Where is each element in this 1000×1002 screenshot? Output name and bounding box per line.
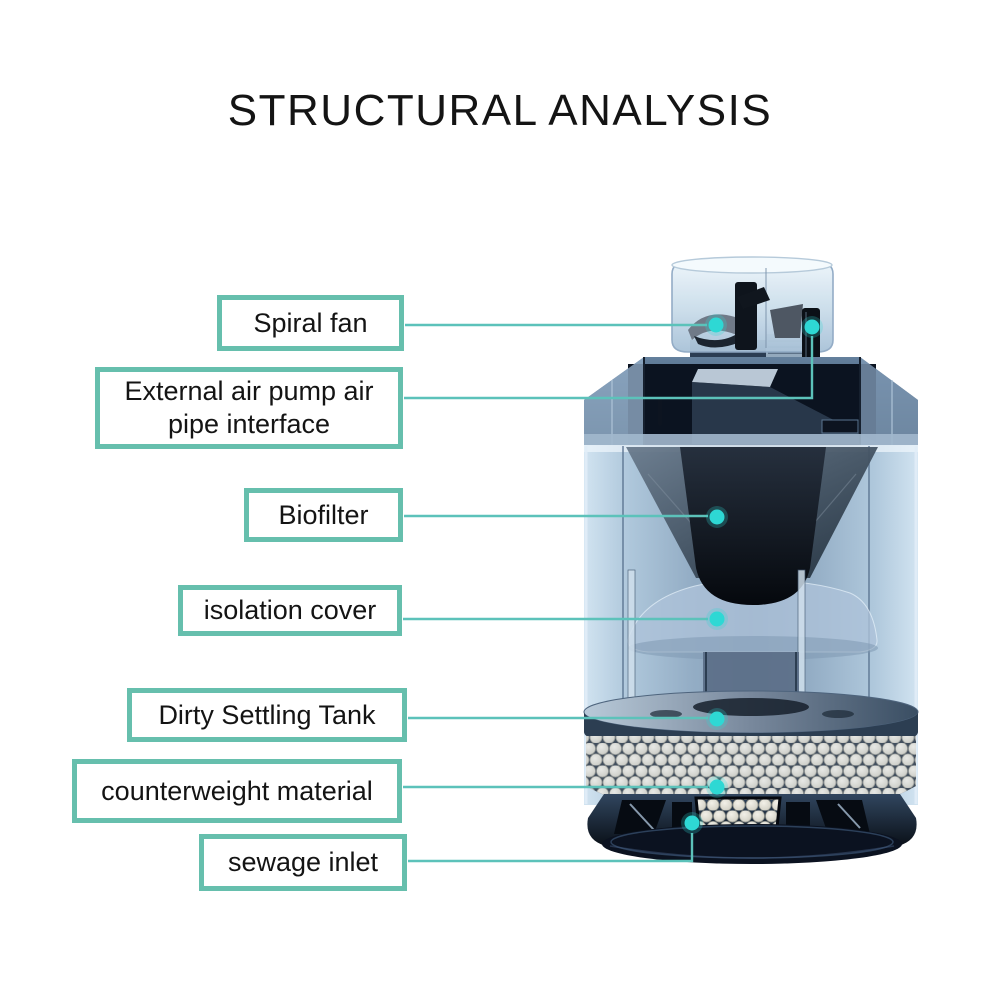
label-dirty-settling-tank: Dirty Settling Tank xyxy=(127,688,407,742)
label-isolation-cover-text: isolation cover xyxy=(203,595,377,626)
isolation-cover-dome xyxy=(627,579,878,660)
label-isolation-cover: isolation cover xyxy=(178,585,402,636)
page-title: STRUCTURAL ANALYSIS xyxy=(227,86,773,135)
label-spiral-fan: Spiral fan xyxy=(217,295,404,351)
label-dirty-settling-tank-text: Dirty Settling Tank xyxy=(158,699,376,730)
filter-base xyxy=(587,794,917,864)
label-air-pipe-interface: External air pump air pipe interface xyxy=(95,367,403,449)
product-illustration xyxy=(583,256,919,864)
label-counterweight-material-text: counterweight material xyxy=(101,775,373,806)
label-biofilter: Biofilter xyxy=(244,488,403,542)
label-spiral-fan-text: Spiral fan xyxy=(253,307,368,338)
support-rib-right xyxy=(797,569,806,711)
biofilter-core xyxy=(680,447,826,605)
support-rib-left xyxy=(627,569,636,711)
label-air-pipe-interface-text: External air pump air pipe interface xyxy=(124,376,374,439)
body-lid xyxy=(584,357,918,446)
label-sewage-inlet: sewage inlet xyxy=(199,834,407,891)
label-sewage-inlet-text: sewage inlet xyxy=(227,847,379,878)
label-counterweight-material: counterweight material xyxy=(72,759,402,823)
spiral-fan-cap xyxy=(671,256,834,366)
label-biofilter-text: Biofilter xyxy=(278,499,369,530)
